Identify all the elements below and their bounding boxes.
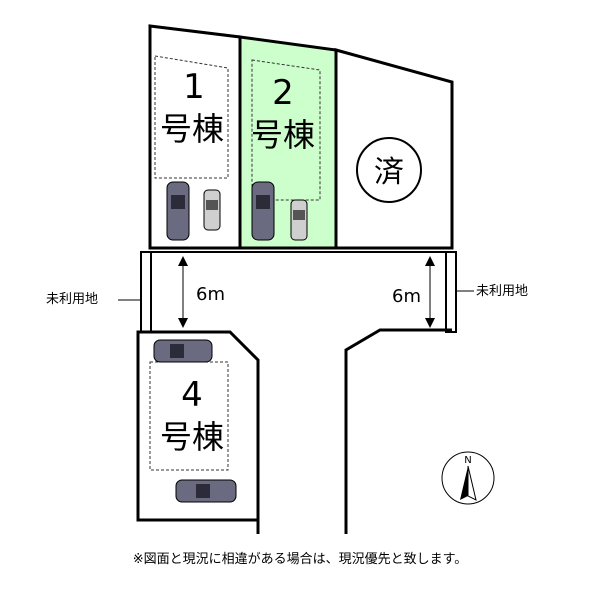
north-arrow-icon: N	[441, 451, 495, 505]
footer-note: ※図面と現況に相違がある場合は、現況優先と致します。	[132, 552, 468, 567]
unused-strip-left	[140, 251, 152, 333]
unused-land-right-label: 未利用地	[476, 284, 528, 299]
building-outline-1	[154, 55, 229, 179]
lot-4-number: 4	[181, 375, 203, 415]
road-width-right: 6m	[392, 286, 421, 307]
sold-label: 済	[374, 155, 404, 190]
unused-strip-right	[445, 251, 457, 333]
car-lot1-large	[166, 181, 190, 241]
lot-2-label: 号棟	[251, 116, 315, 154]
dimension-arrow-left-top	[178, 256, 188, 266]
sold-circle	[356, 137, 422, 203]
car-lot2-small	[290, 199, 308, 241]
lot-4-label: 号棟	[160, 418, 224, 456]
dimension-arrow-right-top	[425, 256, 435, 266]
road-edge-right	[344, 328, 452, 534]
lot-1-number: 1	[183, 67, 205, 107]
car-lot4-top	[153, 339, 213, 363]
dimension-arrow-right-bottom	[425, 318, 435, 328]
road-width-left: 6m	[196, 284, 225, 305]
lot-1-label: 号棟	[160, 110, 224, 148]
car-lot1-small	[203, 189, 221, 231]
north-label: N	[464, 455, 471, 466]
dimension-arrow-left-bottom	[178, 318, 188, 328]
unused-land-left-label: 未利用地	[46, 292, 98, 307]
car-lot4-bottom	[175, 479, 237, 503]
building-outline-2	[251, 59, 321, 201]
lot-2-number: 2	[272, 73, 294, 113]
car-lot2-large	[251, 181, 275, 241]
